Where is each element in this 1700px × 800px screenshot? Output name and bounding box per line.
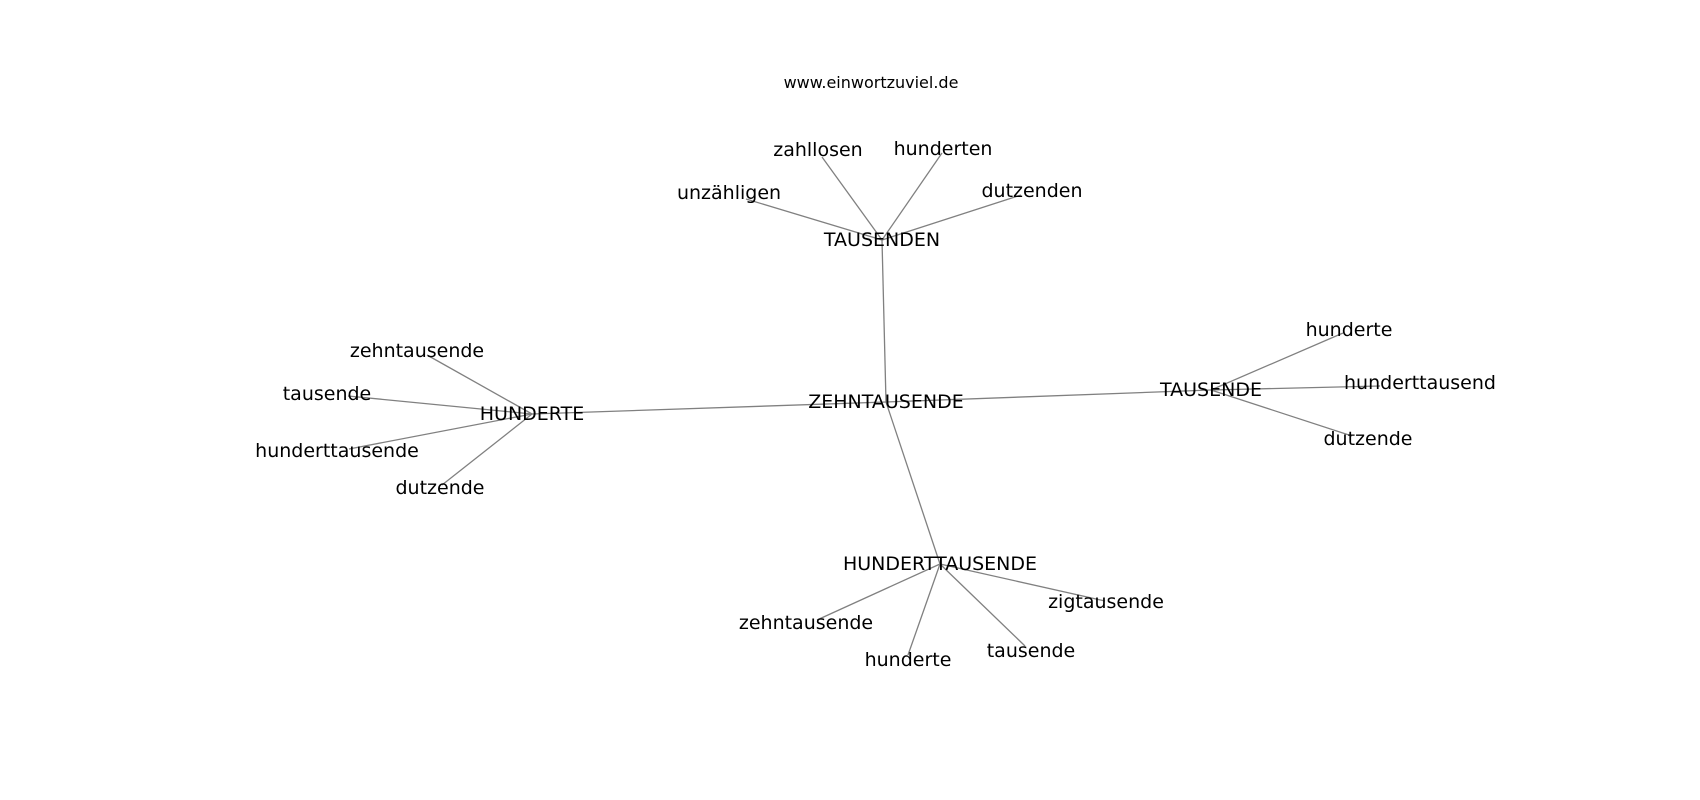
- leaf-node-label: unzähligen: [677, 182, 781, 204]
- leaf-node-label: hunderttausend: [1344, 372, 1496, 394]
- label-layer: www.einwortzuviel.de ZEHNTAUSENDE TAUSEND…: [255, 73, 1496, 671]
- edge-hub-to-leaf: [348, 413, 533, 450]
- leaf-node-label: zehntausende: [739, 612, 873, 634]
- leaf-node-label: dutzende: [395, 477, 484, 499]
- edge-hub-to-leaf: [745, 198, 883, 241]
- edge-hub-to-leaf: [821, 156, 883, 241]
- center-node-label: ZEHNTAUSENDE: [808, 391, 963, 413]
- hub-node-label: TAUSENDEN: [823, 229, 940, 251]
- leaf-node-label: zehntausende: [350, 340, 484, 362]
- edge-hub-to-leaf: [1210, 385, 1381, 391]
- hub-node-label: TAUSENDE: [1159, 379, 1262, 401]
- edge-hub-to-leaf: [816, 563, 941, 621]
- edge-hub-to-leaf: [907, 563, 941, 656]
- leaf-node-label: hunderttausende: [255, 440, 419, 462]
- edge-hub-to-leaf: [881, 194, 1022, 241]
- edge-hub-to-leaf: [939, 563, 1026, 647]
- watermark: www.einwortzuviel.de: [784, 73, 959, 92]
- leaf-node-label: zahllosen: [773, 139, 862, 161]
- hub-node-label: HUNDERTE: [480, 403, 584, 425]
- edge-center-to-hub: [885, 389, 1212, 403]
- edge-hub-to-leaf: [1210, 332, 1344, 391]
- leaf-node-label: hunderten: [894, 138, 993, 160]
- leaf-node-label: tausende: [987, 640, 1076, 662]
- leaf-node-label: tausende: [283, 383, 372, 405]
- edge-hub-to-leaf: [939, 563, 1106, 602]
- leaf-node-label: dutzende: [1323, 428, 1412, 450]
- leaf-node-label: zigtausende: [1048, 591, 1164, 613]
- edge-center-to-hub: [881, 239, 887, 403]
- leaf-node-label: hunderte: [865, 649, 952, 671]
- edge-hub-to-leaf: [441, 413, 533, 486]
- leaf-node-label: hunderte: [1306, 319, 1393, 341]
- edge-center-to-hub: [885, 401, 941, 565]
- leaf-node-label: dutzenden: [981, 180, 1082, 202]
- edge-center-to-hub: [531, 401, 887, 415]
- hub-node-label: HUNDERTTAUSENDE: [843, 553, 1037, 575]
- edge-hub-to-leaf: [426, 354, 533, 415]
- edge-hub-to-leaf: [1210, 389, 1353, 437]
- edge-hub-to-leaf: [881, 152, 943, 241]
- edge-hub-to-leaf: [347, 395, 533, 415]
- edge-layer: [347, 152, 1381, 656]
